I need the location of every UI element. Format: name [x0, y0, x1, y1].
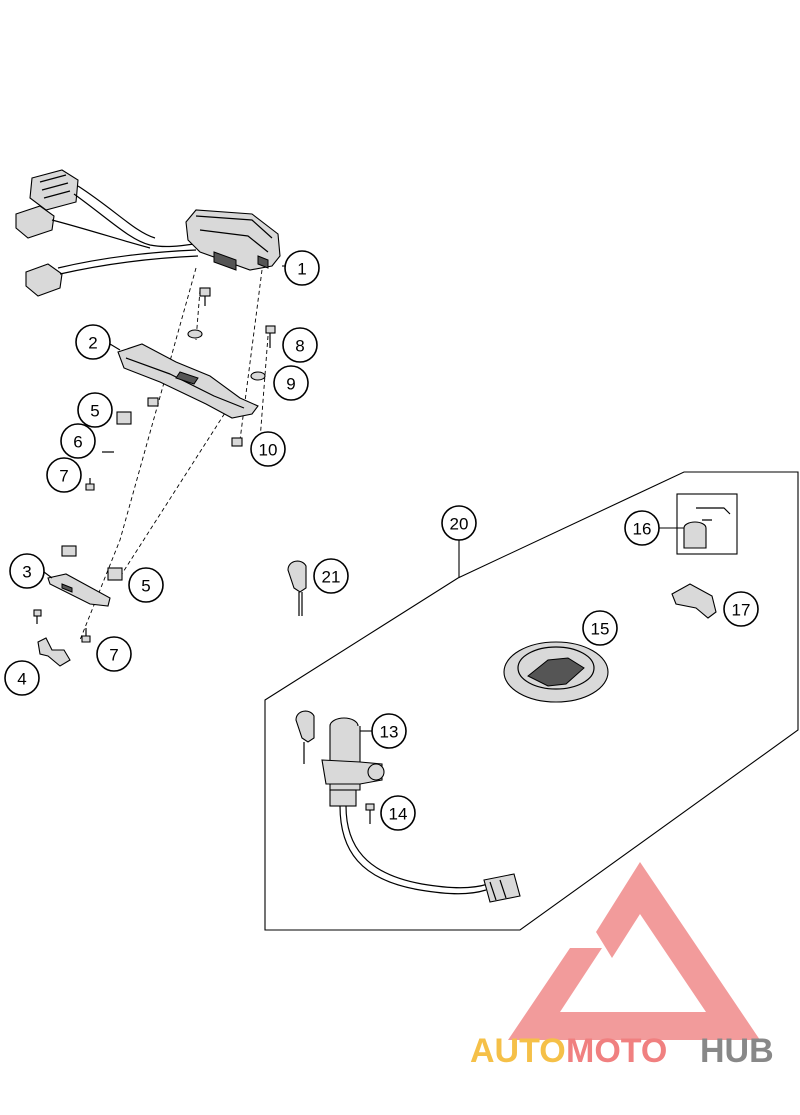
svg-text:16: 16 [633, 520, 652, 539]
assembly-axis-3 [117, 401, 233, 581]
callout-1: 1 [284, 250, 320, 286]
callout-8: 8 [282, 327, 318, 363]
callout-16: 16 [624, 510, 660, 546]
callout-7-upper: 7 [46, 457, 82, 493]
svg-text:14: 14 [389, 805, 408, 824]
washer-part [187, 329, 203, 339]
svg-text:6: 6 [73, 433, 82, 452]
callout-3: 3 [9, 553, 45, 589]
svg-text:2: 2 [88, 334, 97, 353]
callout-7-lower: 7 [96, 636, 132, 672]
svg-text:15: 15 [591, 620, 610, 639]
callout-21: 21 [313, 558, 349, 594]
callout-5-upper: 5 [77, 392, 113, 428]
screw-14-part [365, 803, 375, 824]
watermark-text-moto: MOTO [566, 1032, 667, 1070]
watermark-logo [508, 862, 760, 1040]
bracket-part [117, 343, 259, 419]
callout-13: 13 [371, 713, 407, 749]
watermark-text-auto: AUTO [470, 1032, 566, 1070]
plate-3-part [47, 573, 111, 607]
callout-20: 20 [441, 505, 477, 541]
rubber-5b-part [107, 567, 123, 581]
nut-10-part [231, 437, 243, 447]
watermark-text-hub: HUB [700, 1032, 774, 1070]
svg-text:1: 1 [297, 260, 306, 279]
rubber-5-part [116, 411, 132, 425]
callout-17: 17 [723, 591, 759, 627]
callout-4: 4 [4, 660, 40, 696]
assembly-group-frame [264, 471, 799, 931]
callout-14: 14 [380, 795, 416, 831]
leader-2 [109, 343, 121, 351]
svg-text:4: 4 [17, 670, 26, 689]
svg-text:8: 8 [295, 337, 304, 356]
callout-10: 10 [250, 431, 286, 467]
screw-8-part [265, 325, 276, 348]
assembly-axis-4 [195, 289, 201, 341]
screw-7b-part [81, 628, 91, 643]
svg-text:21: 21 [322, 568, 341, 587]
svg-text:13: 13 [380, 723, 399, 742]
callout-6: 6 [60, 423, 96, 459]
callout-5-lower: 5 [128, 567, 164, 603]
svg-text:7: 7 [109, 646, 118, 665]
screw-part [199, 287, 211, 306]
lock-cylinder-16-part [683, 507, 731, 549]
callout-15: 15 [582, 610, 618, 646]
svg-text:3: 3 [22, 563, 31, 582]
key-21-part [287, 560, 307, 616]
screw-7-part [85, 478, 95, 491]
watermark-triangle-icon [508, 862, 760, 1040]
ignition-cable-part [339, 805, 521, 903]
fuel-cap-15-part [503, 641, 609, 703]
svg-text:9: 9 [286, 375, 295, 394]
leader-3 [43, 571, 53, 579]
bracket-17-part [671, 583, 717, 619]
assembly-axis-5 [259, 335, 269, 441]
callout-9: 9 [273, 365, 309, 401]
svg-text:17: 17 [732, 601, 751, 620]
svg-text:5: 5 [141, 577, 150, 596]
ignition-lock-13-part [295, 710, 385, 807]
lock-16-box [676, 493, 738, 555]
svg-text:10: 10 [259, 441, 278, 460]
callout-2: 2 [75, 324, 111, 360]
screw-small-part [33, 609, 42, 624]
rubber-top-part [61, 545, 77, 557]
holder-4-part [37, 637, 71, 667]
instrument-cluster-part [15, 169, 281, 297]
svg-text:20: 20 [450, 515, 469, 534]
washer-9-part [250, 371, 266, 381]
svg-text:5: 5 [90, 402, 99, 421]
svg-text:7: 7 [59, 467, 68, 486]
